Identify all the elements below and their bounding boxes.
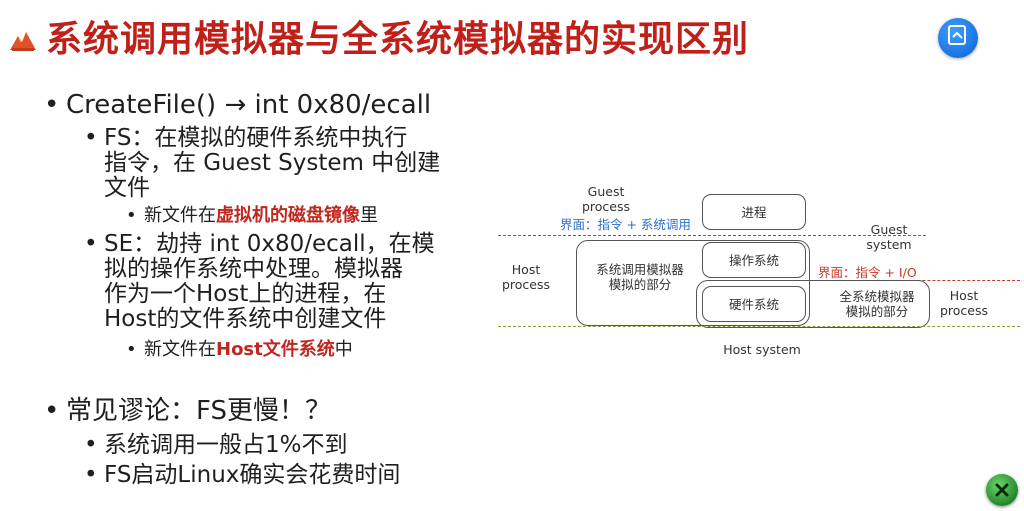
- box-fs-emulated-part: [696, 280, 930, 328]
- box-se-emulated-part: [576, 240, 810, 326]
- close-overlay-button[interactable]: [986, 474, 1018, 506]
- app-badge-icon[interactable]: [938, 18, 978, 58]
- architecture-diagram: Guest process 界面：指令 + 系统调用 进程 Guest syst…: [490, 180, 1024, 370]
- slide-title: 系统调用模拟器与全系统模拟器的实现区别: [46, 19, 750, 60]
- interface-mid-label: 界面：指令 + I/O: [818, 265, 917, 280]
- interface-top-label: 界面：指令 + 系统调用: [560, 217, 691, 232]
- label-host-process-right: Host process: [939, 288, 989, 318]
- label-guest-process: Guest process: [581, 184, 631, 214]
- label-host-system: Host system: [723, 342, 801, 357]
- host-line: [498, 326, 1020, 327]
- box-os: 操作系统: [702, 242, 806, 278]
- label-guest-system: Guest system: [866, 222, 912, 252]
- box-process: 进程: [702, 194, 806, 230]
- box-hardware: 硬件系统: [702, 286, 806, 322]
- label-fs-part: 全系统模拟器 模拟的部分: [839, 289, 915, 319]
- label-host-process-left: Host process: [501, 262, 551, 292]
- label-se-part: 系统调用模拟器 模拟的部分: [596, 262, 684, 292]
- close-icon: [995, 483, 1009, 497]
- interface-line-blue: [498, 235, 926, 236]
- logo-icon: [10, 32, 36, 51]
